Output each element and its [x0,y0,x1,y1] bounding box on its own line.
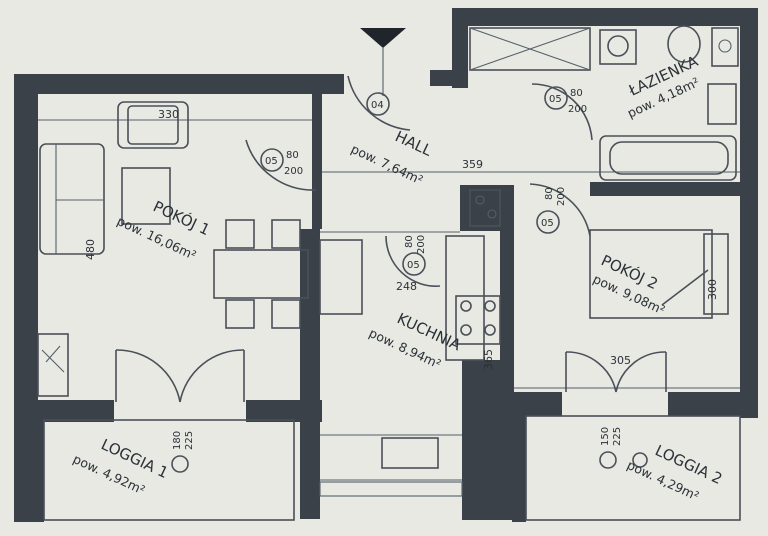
wall-kitchen-right [462,360,514,520]
toilet [667,25,701,63]
door-height: 200 [284,166,303,177]
entry-arrow-icon [360,28,406,48]
door-code: 05 [541,218,554,229]
door-height: 225 [184,431,195,450]
wall-right [740,8,758,418]
wall-entry [430,70,468,86]
dim-kuchnia-length: 365 [482,349,495,370]
door-height: 200 [568,104,587,115]
wall-bath-left [452,8,468,88]
door-swing-bath [531,83,593,141]
wall-bottom-left [14,400,114,422]
door-swing [179,349,245,403]
door-width: 180 [172,431,183,450]
door-code: 05 [407,260,420,271]
wall-left [14,74,38,404]
door-swing-kitchen [385,235,441,287]
furniture-pokoj1 [37,101,309,403]
wall-top-left [14,74,344,94]
kitchen-fixtures [319,189,501,469]
wall-bath-bottom [590,182,742,196]
door-swings [171,28,648,473]
door-width: 80 [404,235,415,248]
dim-kuchnia-width: 248 [396,280,417,293]
bed [589,229,713,319]
furniture-pokoj2 [565,229,729,393]
dim-hall: 359 [462,158,483,171]
chair [225,299,255,329]
armchair [117,101,189,149]
washbasin [707,83,737,125]
dim-pokoj2-width: 305 [610,354,631,367]
wall-loggia2-left [512,414,526,522]
fridge [319,239,363,315]
wall-pokoj1-hall [312,74,322,229]
counter [445,235,485,361]
kitchen-sink [381,437,439,469]
door-swing-pokoj2 [529,183,591,237]
sink-cabinet [711,27,739,67]
dim-pokoj2-length: 300 [706,279,719,300]
thin-lines [38,119,741,521]
door-code: 05 [265,156,278,167]
shower-or-laundry [469,27,591,71]
plant [37,333,69,397]
chair [225,219,255,249]
chair [271,219,301,249]
door-width: 80 [544,187,555,200]
walls [14,8,758,522]
washing-machine [599,29,637,65]
dining-table [213,249,309,299]
wall-kitchen-left [300,229,320,519]
sofa [39,143,105,255]
dim-pokoj1-width: 330 [158,108,179,121]
door-height: 200 [416,235,427,254]
wall-bottom-right-a [500,392,562,416]
door-height: 225 [612,427,623,446]
door-marker-icon [171,455,189,473]
chair [271,299,301,329]
wall-top-right [452,8,756,26]
door-tags: 05 80 200 04 05 80 200 05 80 200 05 80 2… [172,86,623,450]
door-width: 80 [286,150,299,161]
door-code: 05 [549,94,562,105]
door-swing [565,351,667,393]
wall-shaft [460,185,514,231]
door-swing-entry [347,75,411,131]
bathtub [599,135,737,181]
door-width: 80 [570,88,583,99]
wall-loggia1-left [14,418,44,522]
door-code: 04 [371,100,384,111]
wall-kitchen-pokoj2 [500,185,514,390]
stove [455,295,501,345]
bathroom-fixtures [469,25,739,181]
coffee-table [121,167,171,225]
door-swing [115,349,181,403]
door-swing-pokoj1 [245,139,317,191]
door-height: 200 [556,187,567,206]
dim-pokoj1-length: 480 [84,239,97,260]
wall-bottom-right-b [668,392,758,416]
door-marker-icon [599,451,617,469]
shaft-stove [469,189,501,227]
door-width: 150 [600,427,611,446]
